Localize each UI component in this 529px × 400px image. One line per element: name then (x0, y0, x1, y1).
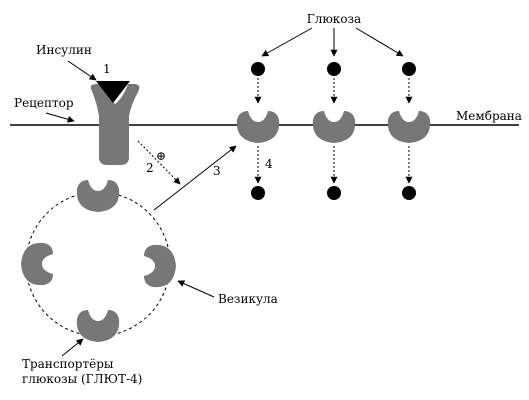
vesicle-transporter-bottom (76, 310, 120, 342)
vesicle-transporter-left (21, 242, 53, 286)
step-1-label: 1 (103, 62, 111, 76)
glucose-arrow-right (355, 27, 404, 57)
vesicle-pointer (177, 280, 215, 298)
receptor-pointer (45, 112, 75, 123)
glucose-molecule-outside-2 (327, 62, 341, 76)
membrane-label: Мембрана (456, 109, 522, 123)
insulin-receptor (90, 84, 140, 165)
vesicle-transporter-right (144, 244, 176, 288)
membrane-transporter-1 (236, 111, 280, 143)
insulin-pointer (67, 60, 97, 81)
step-2-label: 2 (146, 161, 154, 175)
glucose-molecule-outside-1 (251, 62, 265, 76)
transporters-pointer (61, 338, 84, 357)
membrane-transporter-2 (312, 111, 356, 143)
glucose-molecule-inside-1 (251, 186, 265, 200)
transporters-label-line-1: Транспортёры (22, 357, 114, 371)
insulin-label: Инсулин (36, 43, 92, 57)
vesicle-transporter-top (76, 180, 120, 212)
step-4-label: 4 (265, 157, 273, 171)
glucose-molecule-outside-3 (402, 62, 416, 76)
glucose-arrow-left (261, 27, 313, 57)
glucose-label: Глюкоза (307, 12, 361, 26)
transporters-label-line-2: глюкозы (ГЛЮТ-4) (22, 372, 142, 386)
glucose-molecule-inside-3 (402, 186, 416, 200)
vesicle-label: Везикула (218, 292, 278, 306)
receptor-label: Рецептор (14, 96, 74, 110)
insulin-molecule (96, 81, 130, 103)
activation-plus-symbol: ⊕ (156, 149, 166, 163)
membrane-transporter-3 (387, 111, 431, 143)
translocation-arrow-step-3 (153, 145, 237, 211)
step-3-label: 3 (213, 164, 221, 178)
vesicle-membrane (25, 191, 171, 337)
glucose-molecule-inside-2 (327, 186, 341, 200)
